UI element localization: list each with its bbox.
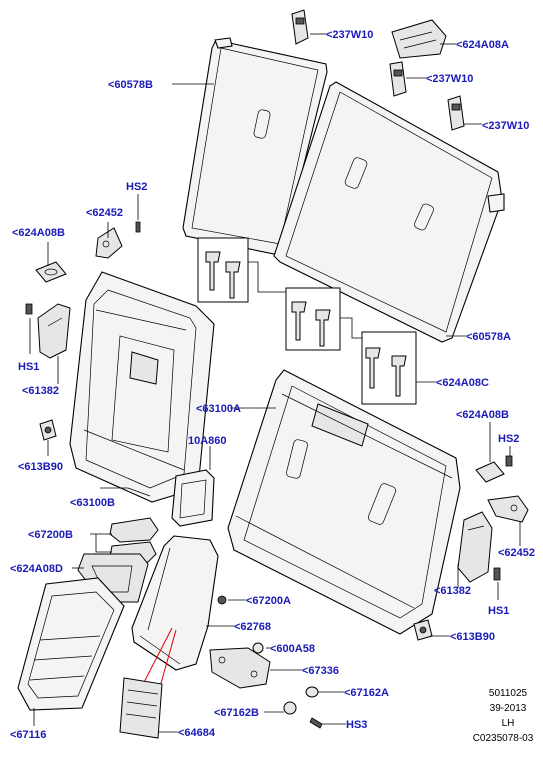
screw-hs2-left: [135, 221, 141, 233]
bolt-kit-box-1: [197, 237, 249, 303]
screw-hs1-right: [493, 567, 501, 581]
label-hs1-right: HS1: [488, 605, 509, 617]
bolt-kit-box-3: [361, 331, 417, 405]
label-600a58: <600A58: [270, 643, 315, 655]
leader-lines: [29, 33, 521, 733]
label-hs1-left: HS1: [18, 361, 39, 373]
label-67200b: <67200B: [28, 529, 73, 541]
label-64684: <64684: [178, 727, 216, 739]
armrest-base-67116: [17, 577, 125, 711]
latch-61382-left: [37, 303, 71, 359]
bushing-67162b: [283, 701, 297, 715]
screw-hs1-left: [25, 303, 33, 315]
armrest-cover-62768: [131, 535, 219, 671]
label-60578b: <60578B: [108, 79, 153, 91]
label-67162b: <67162B: [214, 707, 259, 719]
label-61382-right: <61382: [434, 585, 471, 597]
hinge-62452-left: [95, 227, 123, 259]
label-60578a: <60578A: [466, 331, 511, 343]
backrest-panel-right: [273, 81, 505, 343]
label-613b90-left: <613B90: [18, 461, 63, 473]
plate-624a08b-left: [35, 261, 67, 283]
label-237w10-3: <237W10: [482, 120, 529, 132]
label-624a08c: <624A08C: [436, 377, 489, 389]
ref-code: C0235078-03: [473, 733, 534, 744]
ref-number: 5011025: [489, 688, 528, 699]
label-61382-left: <61382: [22, 385, 59, 397]
screw-hs3: [309, 717, 323, 729]
screw-hs2-right: [505, 455, 513, 467]
label-63100b: <63100B: [70, 497, 115, 509]
label-62452-top: <62452: [86, 207, 123, 219]
latch-613b90-left: [39, 419, 57, 441]
plate-624a08b-right: [475, 461, 505, 483]
headrest-guide-1: [291, 9, 309, 45]
hinge-62452-right: [487, 495, 529, 523]
backrest-panel-left: [182, 37, 328, 255]
seatback-frame-right: [227, 369, 461, 635]
label-63100a: <63100A: [196, 403, 241, 415]
label-10a860: 10A860: [188, 435, 227, 447]
label-62452-right: <62452: [498, 547, 535, 559]
label-62768: <62768: [234, 621, 271, 633]
headrest-guide-2: [389, 61, 407, 97]
bolt-kit-box-2: [285, 287, 341, 351]
label-237w10-2: <237W10: [426, 73, 473, 85]
ref-side: LH: [502, 718, 515, 729]
seatback-frame-left: [69, 271, 215, 503]
bracket-67336: [209, 647, 271, 689]
label-67162a: <67162A: [344, 687, 389, 699]
latch-61382-right: [457, 511, 493, 583]
label-67200a: <67200A: [246, 595, 291, 607]
bushing-67162a: [305, 686, 319, 698]
label-624a08b-right: <624A08B: [456, 409, 509, 421]
label-624a08a: <624A08A: [456, 39, 509, 51]
label-hs2-right: HS2: [498, 433, 519, 445]
label-613b90-right: <613B90: [450, 631, 495, 643]
label-67116: <67116: [10, 729, 46, 741]
label-hs2-top: HS2: [126, 181, 147, 193]
label-624a08d: <624A08D: [10, 563, 63, 575]
headrest-guide-3: [447, 95, 465, 131]
label-624a08b-left: <624A08B: [12, 227, 65, 239]
label-237w10-1: <237W10: [326, 29, 373, 41]
ref-date: 39-2013: [490, 703, 527, 714]
label-67336: <67336: [302, 665, 339, 677]
cupholder-tray-10a860: [171, 469, 215, 527]
armrest-pad-64684: [119, 677, 163, 739]
nut-600a58: [252, 642, 264, 654]
screw-67200a: [217, 595, 227, 605]
pointer-lines: [139, 627, 177, 695]
latch-613b90-right: [413, 619, 433, 641]
label-hs3: HS3: [346, 719, 367, 731]
bracket-624a08a: [391, 19, 447, 59]
